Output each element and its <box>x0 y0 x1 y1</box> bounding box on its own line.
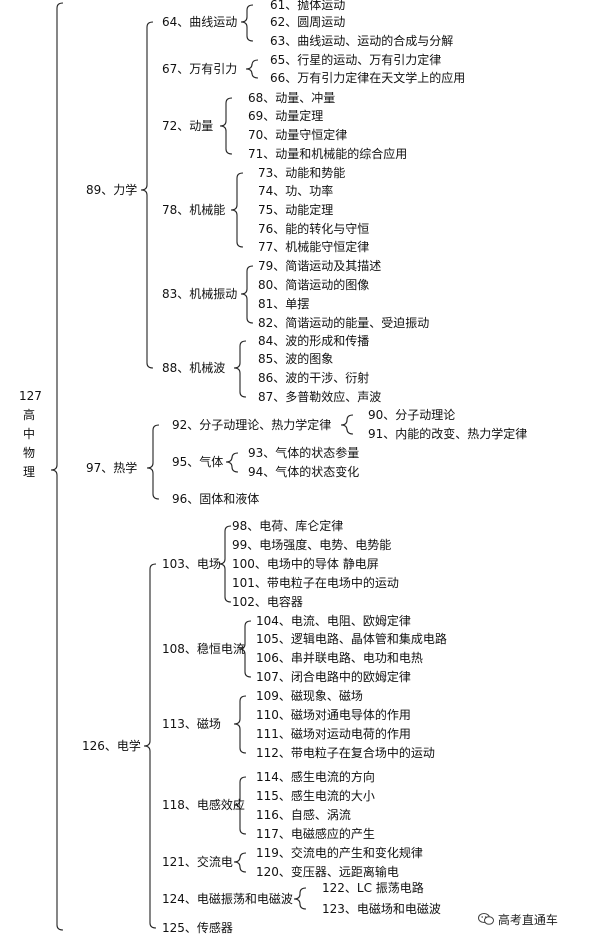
wechat-icon <box>478 913 494 925</box>
category-brace <box>219 97 233 155</box>
topic-label: 94、气体的状态变化 <box>248 465 360 479</box>
topic-label: 81、单摆 <box>258 297 310 311</box>
category-brace <box>293 887 307 910</box>
root-label-1: 高 <box>23 408 36 422</box>
category-label: 92、分子动理论、热力学定律 <box>172 418 332 432</box>
topic-label: 109、磁现象、磁场 <box>256 689 363 703</box>
topic-label: 61、抛体运动 <box>270 0 346 12</box>
category-brace <box>240 265 254 324</box>
topic-label: 115、感生电流的大小 <box>256 789 375 803</box>
topic-label: 119、交流电的产生和变化规律 <box>256 846 423 860</box>
section-brace <box>140 21 154 369</box>
category-brace <box>233 695 247 754</box>
category-label: 88、机械波 <box>162 361 226 375</box>
category-brace <box>238 620 252 678</box>
section-brace <box>146 424 160 500</box>
topic-label: 116、自感、涡流 <box>256 808 351 822</box>
category-brace <box>340 414 354 435</box>
watermark: 高考直通车 <box>478 913 558 927</box>
topic-label: 122、LC 振荡电路 <box>322 881 424 895</box>
topic-label: 99、电场强度、电势、电势能 <box>232 538 392 552</box>
topic-label: 100、电场中的导体 静电屏 <box>232 557 379 571</box>
category-label: 103、电场 <box>162 557 221 571</box>
topic-label: 82、简谐运动的能量、受迫振动 <box>258 316 430 330</box>
category-label: 64、曲线运动 <box>162 15 238 29</box>
category-label: 95、气体 <box>172 455 224 469</box>
topic-label: 102、电容器 <box>232 595 303 609</box>
topic-label: 123、电磁场和电磁波 <box>322 902 441 916</box>
topic-label: 90、分子动理论 <box>368 408 456 422</box>
watermark-text: 高考直通车 <box>497 913 558 927</box>
category-label: 124、电磁振荡和电磁波 <box>162 892 293 906</box>
category-label: 83、机械振动 <box>162 287 238 301</box>
category-label: 96、固体和液体 <box>172 492 260 506</box>
category-brace <box>218 525 232 603</box>
category-label: 72、动量 <box>162 119 214 133</box>
section-label: 89、力学 <box>86 183 138 197</box>
category-label: 67、万有引力 <box>162 62 238 76</box>
topic-label: 77、机械能守恒定律 <box>258 240 370 254</box>
section-brace <box>143 563 157 929</box>
topic-label: 76、能的转化与守恒 <box>258 222 370 236</box>
topic-label: 75、动能定理 <box>258 203 334 217</box>
topic-label: 79、简谐运动及其描述 <box>258 259 382 273</box>
topic-label: 112、带电粒子在复合场中的运动 <box>256 746 435 760</box>
topic-label: 106、串并联电路、电功和电热 <box>256 651 423 665</box>
topic-label: 85、波的图象 <box>258 352 334 366</box>
topic-label: 63、曲线运动、运动的合成与分解 <box>270 34 454 48</box>
category-label: 125、传感器 <box>162 921 233 935</box>
category-brace <box>230 172 244 248</box>
category-label: 108、稳恒电流 <box>162 642 245 656</box>
topic-label: 62、圆周运动 <box>270 15 346 29</box>
category-label: 118、电感效应 <box>162 798 245 812</box>
category-brace <box>245 59 259 79</box>
root-label-4: 理 <box>23 465 36 479</box>
section-label: 97、热学 <box>86 461 138 475</box>
topic-label: 105、逻辑电路、晶体管和集成电路 <box>256 632 447 646</box>
category-brace <box>240 4 254 42</box>
topic-label: 70、动量守恒定律 <box>248 128 348 142</box>
category-brace <box>233 340 247 398</box>
topic-label: 84、波的形成和传播 <box>258 334 370 348</box>
topic-label: 74、功、功率 <box>258 184 334 198</box>
topic-label: 68、动量、冲量 <box>248 91 336 105</box>
topic-label: 66、万有引力定律在天文学上的应用 <box>270 71 466 85</box>
topic-label: 101、带电粒子在电场中的运动 <box>232 576 399 590</box>
topic-label: 73、动能和势能 <box>258 166 346 180</box>
topic-label: 80、简谐运动的图像 <box>258 278 370 292</box>
category-label: 78、机械能 <box>162 203 226 217</box>
topic-label: 93、气体的状态参量 <box>248 446 360 460</box>
topic-label: 107、闭合电路中的欧姆定律 <box>256 670 411 684</box>
root-label-3: 物 <box>23 446 36 460</box>
topic-label: 87、多普勒效应、声波 <box>258 390 382 404</box>
category-label: 121、交流电 <box>162 855 233 869</box>
category-label: 113、磁场 <box>162 717 221 731</box>
topic-label: 69、动量定理 <box>248 109 324 123</box>
root-brace <box>50 2 64 931</box>
topic-label: 110、磁场对通电导体的作用 <box>256 708 411 722</box>
category-brace <box>233 776 247 835</box>
topic-label: 111、磁场对运动电荷的作用 <box>256 727 411 741</box>
topic-label: 98、电荷、库仑定律 <box>232 519 344 533</box>
root-label-0: 127 <box>19 389 42 403</box>
topic-label: 71、动量和机械能的综合应用 <box>248 147 408 161</box>
topic-label: 117、电磁感应的产生 <box>256 827 375 841</box>
category-brace <box>233 852 247 873</box>
topic-label: 65、行星的运动、万有引力定律 <box>270 53 442 67</box>
category-brace <box>225 452 239 473</box>
section-label: 126、电学 <box>82 739 141 753</box>
topic-label: 114、感生电流的方向 <box>256 770 375 784</box>
topic-label: 86、波的干涉、衍射 <box>258 371 370 385</box>
topic-label: 91、内能的改变、热力学定律 <box>368 427 528 441</box>
topic-label: 120、变压器、远距离输电 <box>256 865 399 879</box>
topic-label: 104、电流、电阻、欧姆定律 <box>256 614 411 628</box>
root-label-2: 中 <box>23 427 36 441</box>
